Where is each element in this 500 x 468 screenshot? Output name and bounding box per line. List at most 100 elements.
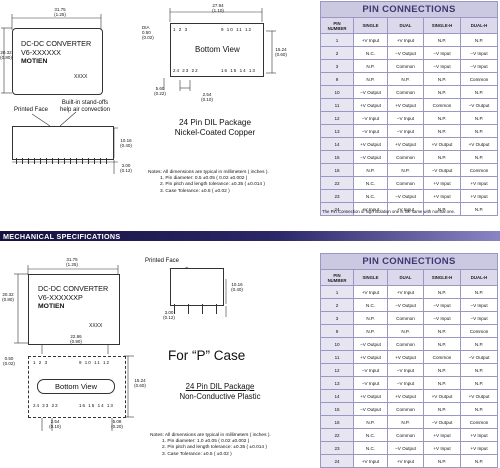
pin-number-cell: 9 (320, 324, 354, 338)
pin-function-cell: −V Input (423, 59, 461, 73)
p-bottom-view: 1 2 3 9 10 11 12 Bottom View 24 23 22 16… (28, 356, 126, 418)
pin-function-cell: N.P. (423, 202, 461, 216)
pin-function-cell: −V Input (387, 124, 424, 138)
pin-function-cell: N.P. (423, 376, 461, 390)
pin-table-header: SINGLE (353, 17, 388, 34)
table-row: 14+V Output+V Output+V Output+V Output (320, 389, 499, 403)
top-notes: Notes: All dimensions are typical in mil… (148, 170, 269, 194)
pin-function-cell: N.P. (423, 33, 461, 47)
pin-function-cell: −V Input (423, 46, 461, 60)
p-pitch-dim: 2.54(0.10) (49, 419, 61, 429)
pin-number-cell: 14 (320, 137, 354, 151)
pin-function-cell: N.P. (353, 311, 388, 325)
pin-number-cell: 12 (320, 363, 354, 377)
pin-number-cell: 16 (320, 415, 354, 429)
bottom-view-bottom-pins-right: 16 15 14 13 (221, 68, 256, 73)
pin-function-cell: Common (387, 428, 424, 442)
p-module-line1: DC-DC CONVERTER (38, 284, 109, 293)
pin-number-cell: 10 (320, 85, 354, 99)
pin-function-cell: N.P. (387, 163, 424, 177)
pin-function-cell: N.P. (353, 72, 388, 86)
p-side-view-case (170, 268, 224, 306)
pin-number-cell: 3 (320, 59, 354, 73)
pin-number-cell: 9 (320, 72, 354, 86)
top-module-case: DC-DC CONVERTER V6-XXXXXX MOTIEN XXXX (12, 28, 103, 95)
side-pinlen-dim: 3.00(0.12) (120, 163, 132, 173)
p-printed-face-label: Printed Face (145, 258, 180, 264)
p-case-title: For “P” Case (168, 348, 246, 363)
pin-table-header: DUAL-H (459, 17, 499, 34)
pin-function-cell: N.P. (423, 402, 461, 416)
pin-function-cell: N.P. (459, 363, 499, 377)
top-width-dim: 31.75(1.25) (54, 7, 66, 17)
pin-number-cell: 1 (320, 33, 354, 47)
p-module-case: DC-DC CONVERTER V6-XXXXXXP MOTIEN XXXX (28, 274, 120, 345)
pin-function-cell: N.C. (353, 176, 388, 190)
p-off-dim: 5.08(0.20) (111, 419, 123, 429)
pin-function-cell: −V Input (387, 376, 424, 390)
pin-function-cell: −V Input (459, 46, 499, 60)
pin-function-cell: Common (387, 59, 424, 73)
pin-function-cell: −V Output (387, 46, 424, 60)
pin-number-cell: 24 (320, 454, 354, 468)
pin-function-cell: −V Output (353, 150, 388, 164)
pin-function-cell: −V Input (387, 111, 424, 125)
pin-function-cell: +V Output (353, 389, 388, 403)
pin-number-cell: 1 (320, 285, 354, 299)
side-view-pins (16, 158, 110, 164)
pin-function-cell: +V Output (387, 389, 424, 403)
pin-number-cell: 11 (320, 98, 354, 112)
pin-function-cell: N.C. (353, 441, 388, 455)
p-span-dim: 22.86(0.90) (70, 334, 82, 344)
pin-function-cell: N.P. (459, 124, 499, 138)
pin-function-cell: +V Output (459, 389, 499, 403)
pin-function-cell: N.C. (353, 189, 388, 203)
pin-function-cell: N.P. (459, 454, 499, 468)
pin-function-cell: N.P. (387, 324, 424, 338)
pin-function-cell: −V Input (459, 311, 499, 325)
pin-function-cell: −V Output (387, 189, 424, 203)
pin-function-cell: +V Input (423, 176, 461, 190)
pin-function-cell: +V Input (353, 202, 388, 216)
pin-function-cell: N.P. (423, 337, 461, 351)
pin-number-cell: 2 (320, 46, 354, 60)
p-height-dim: 20.32(0.80) (2, 292, 14, 302)
pin-function-cell: +V Input (459, 176, 499, 190)
pin-function-cell: N.P. (387, 415, 424, 429)
pin-function-cell: N.P. (423, 324, 461, 338)
bottom-view-top-pins-right: 9 10 11 12 (221, 27, 253, 32)
pin-number-cell: 23 (320, 189, 354, 203)
p-width-dim: 31.75(1.25) (66, 257, 78, 267)
pin-function-cell: +V Output (423, 389, 461, 403)
bottom-view-side-dim: 15.24(0.60) (275, 47, 287, 57)
pin-number-cell: 23 (320, 441, 354, 455)
pin-function-cell: −V Output (459, 98, 499, 112)
pin-function-cell: N.P. (459, 285, 499, 299)
p-edge-dim: 0.50(0.02) (3, 356, 15, 366)
table-row: 14+V Output+V Output+V Output+V Output (320, 137, 499, 151)
pin-function-cell: −V Output (423, 415, 461, 429)
pin-function-cell: −V Output (387, 441, 424, 455)
pin-function-cell: −V Input (353, 376, 388, 390)
top-bottom-view: 1 2 3 9 10 11 12 Bottom View 24 23 22 16… (170, 23, 264, 77)
pin-function-cell: N.P. (459, 85, 499, 99)
pin-table-header: DUAL (387, 17, 424, 34)
pin-number-cell: 10 (320, 337, 354, 351)
pin-function-cell: +V Input (353, 454, 388, 468)
pin-function-cell: Common (423, 350, 461, 364)
